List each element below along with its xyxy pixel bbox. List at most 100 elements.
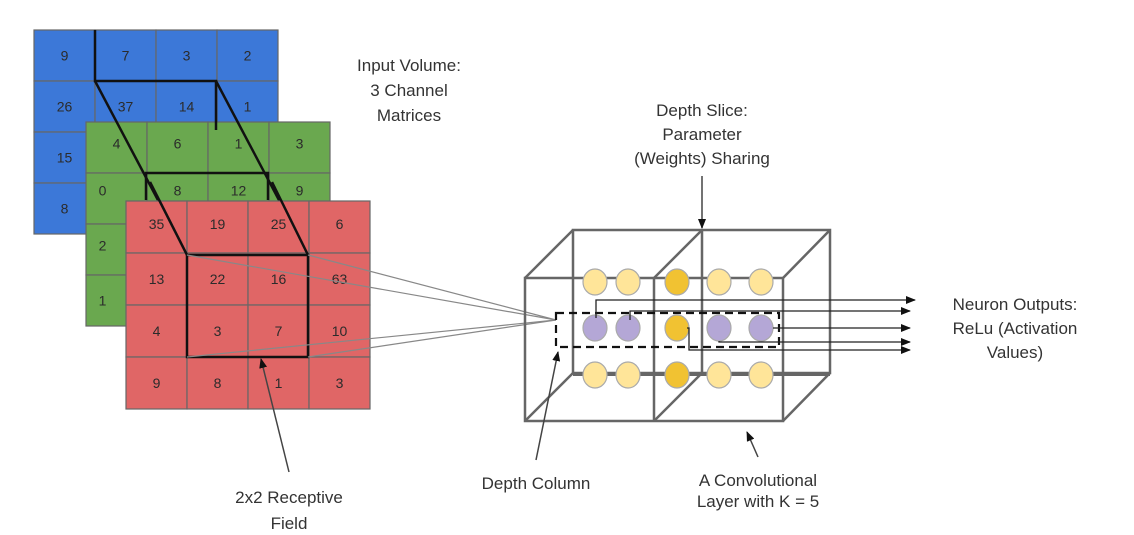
cube-edge (524, 229, 574, 279)
grid-cell-value: 2 (99, 238, 107, 254)
grid-cell-value: 7 (275, 323, 283, 339)
neuron-light (748, 361, 774, 389)
label-line: 2x2 Receptive (235, 488, 343, 507)
cube-edge (782, 372, 831, 422)
grid-cell-value: 26 (57, 99, 73, 115)
grid-cell-value: 37 (118, 99, 134, 115)
grid-cell-value: 16 (271, 271, 287, 287)
projection-top-blue (93, 30, 218, 130)
grid-cell-value: 8 (174, 183, 182, 199)
grid-cell (33, 29, 96, 82)
conv-layer-arrow (746, 431, 759, 458)
connection-line (307, 254, 557, 321)
grid-cell (186, 200, 249, 254)
neuron-light (582, 268, 608, 296)
grid-cell-value: 8 (61, 201, 69, 217)
neuron-column (706, 314, 732, 342)
neuron-column (582, 314, 608, 342)
grid-cell-value: 1 (244, 99, 252, 115)
label-line: Field (271, 514, 308, 533)
neuron-column (615, 314, 641, 342)
label-line: ReLu (Activation (953, 319, 1078, 338)
grid-cell (125, 304, 188, 358)
receptive-field-to-column-lines (186, 254, 557, 358)
grid-cell (125, 252, 188, 306)
connection-line (186, 254, 557, 321)
grid-cell-value: 8 (214, 375, 222, 391)
grid-cell (308, 252, 371, 306)
neuron-light (615, 268, 641, 296)
grid-cell-value: 4 (153, 323, 161, 339)
label-line: A Convolutional (699, 471, 817, 490)
grid-cell (94, 29, 157, 82)
grid-cell-value: 1 (235, 136, 243, 152)
label-depth-slice: Depth Slice: Parameter (Weights) Sharing (634, 101, 770, 168)
cube-edge (782, 229, 831, 279)
grid-cell-value: 3 (214, 323, 222, 339)
grid-cell-value: 9 (61, 48, 69, 64)
neuron-output-arrows (595, 296, 916, 354)
projection-green-box (144, 171, 270, 200)
depth-column-arrow (535, 351, 561, 461)
grid-cell-value: 6 (174, 136, 182, 152)
label-line: Values) (987, 343, 1043, 362)
neuron-light (582, 361, 608, 389)
grid-cell-value: 12 (231, 183, 247, 199)
label-line: Layer with K = 5 (697, 492, 819, 511)
neuron-shared (664, 361, 690, 389)
grid-cell-value: 10 (332, 323, 348, 339)
grid-cell-value: 1 (275, 375, 283, 391)
neuron-light (706, 361, 732, 389)
grid-cell-value: 2 (244, 48, 252, 64)
conv-layer-cube (523, 228, 832, 423)
grid-cell (308, 356, 371, 410)
grid-cell-value: 63 (332, 271, 348, 287)
grid-cell (308, 200, 371, 254)
projection-right-diagonal-red (270, 181, 310, 256)
grid-cell-value: 19 (210, 216, 226, 232)
cube-edge (653, 372, 703, 422)
neuron-light (706, 268, 732, 296)
grid-cell-value: 15 (57, 150, 73, 166)
output-arrow (718, 338, 911, 346)
grid-cell-value: 1 (99, 293, 107, 309)
neuron-light (615, 361, 641, 389)
grid-cell (247, 200, 310, 254)
connection-line (186, 319, 557, 358)
receptive-field-box (185, 253, 310, 359)
neuron-shared (664, 314, 690, 342)
grid-cell (247, 252, 310, 306)
output-arrow (687, 327, 911, 354)
grid-cell (146, 121, 209, 174)
grid-cell (33, 182, 96, 235)
projection-left-diagonal-red (148, 181, 189, 256)
grid-cell-value: 9 (153, 375, 161, 391)
neuron-column (748, 314, 774, 342)
grid-cell-value: 3 (296, 136, 304, 152)
annotation-arrows (259, 176, 759, 473)
output-arrow (595, 296, 916, 318)
label-line: Neuron Outputs: (953, 295, 1078, 314)
label-line: Depth Slice: (656, 101, 748, 120)
grid-cell-value: 14 (179, 99, 195, 115)
label-line: (Weights) Sharing (634, 149, 770, 168)
label-input-volume: Input Volume: 3 Channel Matrices (357, 56, 461, 125)
depth-column-box (554, 311, 781, 349)
label-receptive-field: 2x2 Receptive Field (235, 488, 343, 533)
label-line: Depth Column (482, 474, 591, 493)
grid-cell (216, 29, 279, 82)
label-line: Matrices (377, 106, 441, 125)
grid-cell (247, 356, 310, 410)
label-depth-column: Depth Column (482, 474, 591, 493)
grid-cell-value: 13 (149, 271, 165, 287)
neuron-light (748, 268, 774, 296)
grid-cell-value: 22 (210, 271, 226, 287)
neuron-shared (664, 268, 690, 296)
grid-cell (85, 121, 148, 174)
neurons (582, 268, 774, 389)
grid-cell-value: 3 (336, 375, 344, 391)
label-line: Parameter (662, 125, 742, 144)
label-line: Input Volume: (357, 56, 461, 75)
